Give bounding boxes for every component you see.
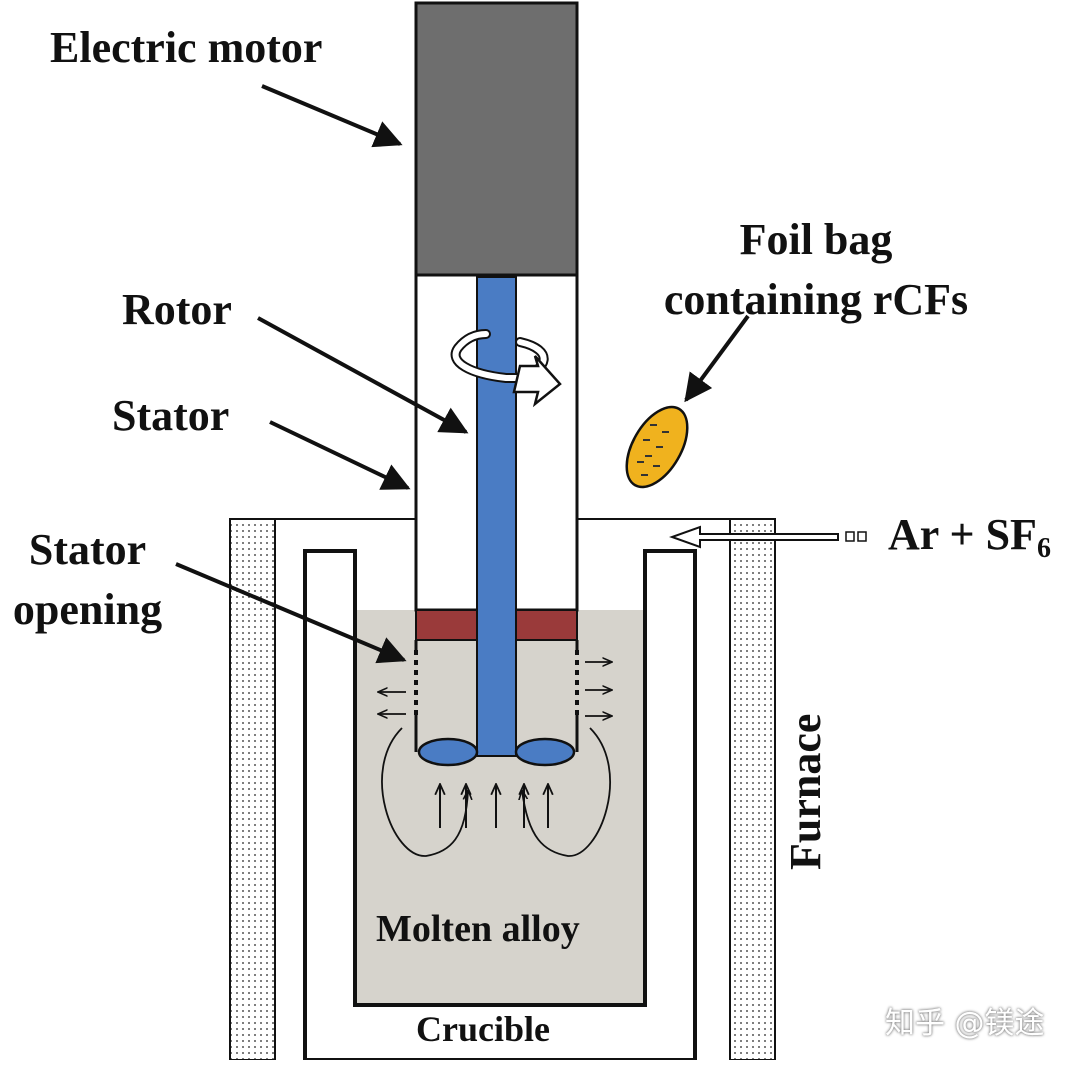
stator-lower — [414, 640, 579, 752]
hollow-arrow-icon — [669, 525, 867, 549]
label-stator: Stator — [112, 391, 230, 440]
label-molten-alloy: Molten alloy — [376, 908, 580, 950]
pointer-arrows — [175, 84, 750, 664]
label-rotor: Rotor — [122, 285, 232, 334]
label-foil-bag: Foil bag containing rCFs — [636, 210, 996, 330]
foil-bag — [625, 405, 689, 489]
pointer-foil-bag — [684, 314, 750, 403]
pointer-stator — [269, 420, 411, 490]
furnace-wall-left — [229, 518, 276, 1061]
pointer-rotor — [257, 316, 469, 434]
label-foil-bag-line2: containing rCFs — [663, 275, 969, 324]
label-stator-opening: Stator opening — [0, 520, 175, 640]
impeller-blade-right — [514, 737, 576, 767]
electric-motor — [414, 1, 579, 277]
furnace — [229, 518, 776, 1061]
outflow-arrows — [378, 662, 612, 716]
pointer-motor — [261, 84, 403, 148]
pointer-stator-opening — [175, 562, 407, 664]
label-stator-opening-line2: opening — [12, 585, 163, 634]
impeller-blade-left — [417, 737, 479, 767]
label-gas-subscript: 6 — [1036, 533, 1051, 564]
label-foil-bag-line1: Foil bag — [739, 215, 893, 264]
rotation-arrow-icon — [450, 329, 562, 408]
label-furnace: Furnace — [781, 713, 830, 870]
label-stator-opening-line1: Stator — [28, 525, 147, 574]
watermark: 知乎 @镁途 — [885, 1006, 1045, 1041]
circulation-loops — [381, 727, 611, 857]
furnace-wall-right — [729, 518, 776, 1061]
label-gas-main: Ar + SF — [888, 510, 1037, 559]
rotor-shaft — [476, 276, 517, 757]
label-gas: Ar + SF6 — [888, 509, 1051, 565]
label-crucible: Crucible — [416, 1009, 550, 1049]
label-electric-motor: Electric motor — [50, 23, 323, 72]
